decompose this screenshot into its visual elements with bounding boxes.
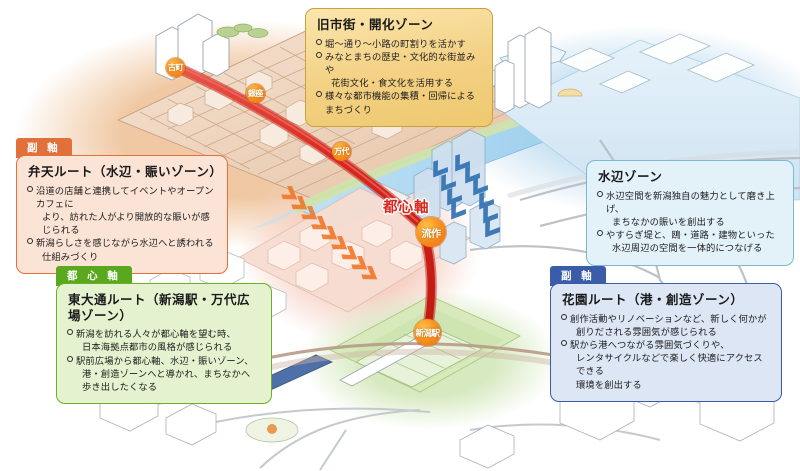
callout-title-benten: 弁天ルート（水辺・賑いゾーン） [28, 164, 223, 179]
list-item: 環境を創出する [576, 379, 642, 391]
list-item: 様々な都市機能の集積・回帰によるまちづくり [316, 90, 482, 116]
list-item: 歩き出したくなる [82, 382, 158, 393]
list-item: 沿道の店舗と連携してイベントやオープンカフェにより、訪れた人がより開放的な賑いが… [27, 185, 217, 238]
circle-bullet-icon [67, 329, 73, 336]
list-item: やすらぎ堤と、鴎・道路・建物といった水辺周辺の空間を一体的につなげる [597, 229, 783, 255]
callout-waterfront-zone[interactable]: 水辺ゾーン 水辺空間を新潟独自の魅力として磨き上げ、まちなかの賑いを創出する や… [586, 160, 794, 266]
callout-list-benten: 沿道の店舗と連携してイベントやオープンカフェにより、訪れた人がより開放的な賑いが… [27, 185, 217, 264]
callout-hanazono-route-zone[interactable]: 花園ルート（港・創造ゾーン） 創作活動やリノベーションなど、新しく何かが創りださ… [550, 283, 782, 402]
list-item: 新潟らしさを感じながら水辺へと誘われる仕組みづくり [27, 237, 217, 263]
callout-list-higashiodori: 新潟を訪れる人々が都心軸を望む時、日本海拠点都市の風格が感じられる 駅前広場から… [67, 328, 261, 394]
callout-title-waterfront: 水辺ゾーン [598, 169, 663, 184]
callout-old-town-zone[interactable]: 旧市街・開化ゾーン 堀～通り～小路の町割りを活かす みなとまちの歴史・文化的な街… [305, 8, 493, 127]
circle-bullet-icon [597, 230, 603, 237]
circle-bullet-icon [67, 355, 73, 362]
callout-title-hanazono: 花園ルート（港・創造ゾーン） [562, 292, 744, 307]
circle-bullet-icon [561, 340, 567, 346]
badge-sub-axis-benten: 副 軸 [16, 138, 72, 158]
callout-title-old-town: 旧市街・開化ゾーン [317, 17, 434, 32]
hanazono-route-arrows [433, 154, 500, 238]
callout-title-higashiodori: 東大通ルート（新潟駅・万代広場ゾーン） [68, 292, 251, 323]
list-item: 駅前広場から都心軸、水辺・賑いゾーン、港・創造ゾーンへと導かれ、まちなかへ [67, 355, 261, 381]
callout-list-old-town: 堀～通り～小路の町割りを活かす みなとまちの歴史・文化的な街並みや花街文化・食文… [316, 38, 482, 117]
circle-bullet-icon [316, 91, 322, 98]
map-node-bandai[interactable]: 万代 [332, 142, 351, 161]
list-item: 駅から港へつながる雰囲気づくりや、レンタサイクルなどで楽しく快適にアクセスできる [561, 339, 771, 379]
list-item: 創作活動やリノベーションなど、新しく何かが創りだされる雰囲気が感じられる [561, 313, 771, 339]
circle-bullet-icon [597, 190, 603, 197]
map-node-ginza[interactable]: 銀座 [246, 84, 265, 103]
badge-sub-axis-hanazono: 副 軸 [550, 266, 606, 286]
badge-main-axis-higashiodori: 都 心 軸 [56, 266, 132, 286]
map-node-niigata-station[interactable]: 新潟駅 [414, 319, 441, 346]
circle-bullet-icon [316, 51, 322, 58]
callout-list-hanazono: 創作活動やリノベーションなど、新しく何かが創りだされる雰囲気が感じられる 駅から… [561, 313, 771, 392]
callout-list-waterfront: 水辺空間を新潟独自の魅力として磨き上げ、まちなかの賑いを創出する やすらぎ堤と、… [597, 190, 783, 256]
list-item: 堀～通り～小路の町割りを活かす [316, 38, 482, 51]
circle-bullet-icon [27, 185, 33, 192]
benten-route-arrows [281, 186, 378, 280]
circle-bullet-icon [316, 38, 322, 45]
callout-benten-route-zone[interactable]: 弁天ルート（水辺・賑いゾーン） 沿道の店舗と連携してイベントやオープンカフェによ… [16, 155, 228, 274]
circle-bullet-icon [561, 313, 567, 320]
list-item: みなとまちの歴史・文化的な街並みや花街文化・食文化を活用する [316, 51, 482, 91]
main-axis-label: 都心軸 [383, 200, 430, 216]
circle-bullet-icon [27, 238, 33, 245]
map-node-ryutsu[interactable]: 流作 [416, 217, 446, 247]
callout-higashiodori-route-zone[interactable]: 東大通ルート（新潟駅・万代広場ゾーン） 新潟を訪れる人々が都心軸を望む時、日本海… [56, 283, 272, 405]
map-node-furumachi[interactable]: 古町 [166, 58, 185, 77]
list-item: 水辺空間を新潟独自の魅力として磨き上げ、まちなかの賑いを創出する [597, 190, 783, 230]
list-item: 新潟を訪れる人々が都心軸を望む時、日本海拠点都市の風格が感じられる [67, 328, 261, 354]
